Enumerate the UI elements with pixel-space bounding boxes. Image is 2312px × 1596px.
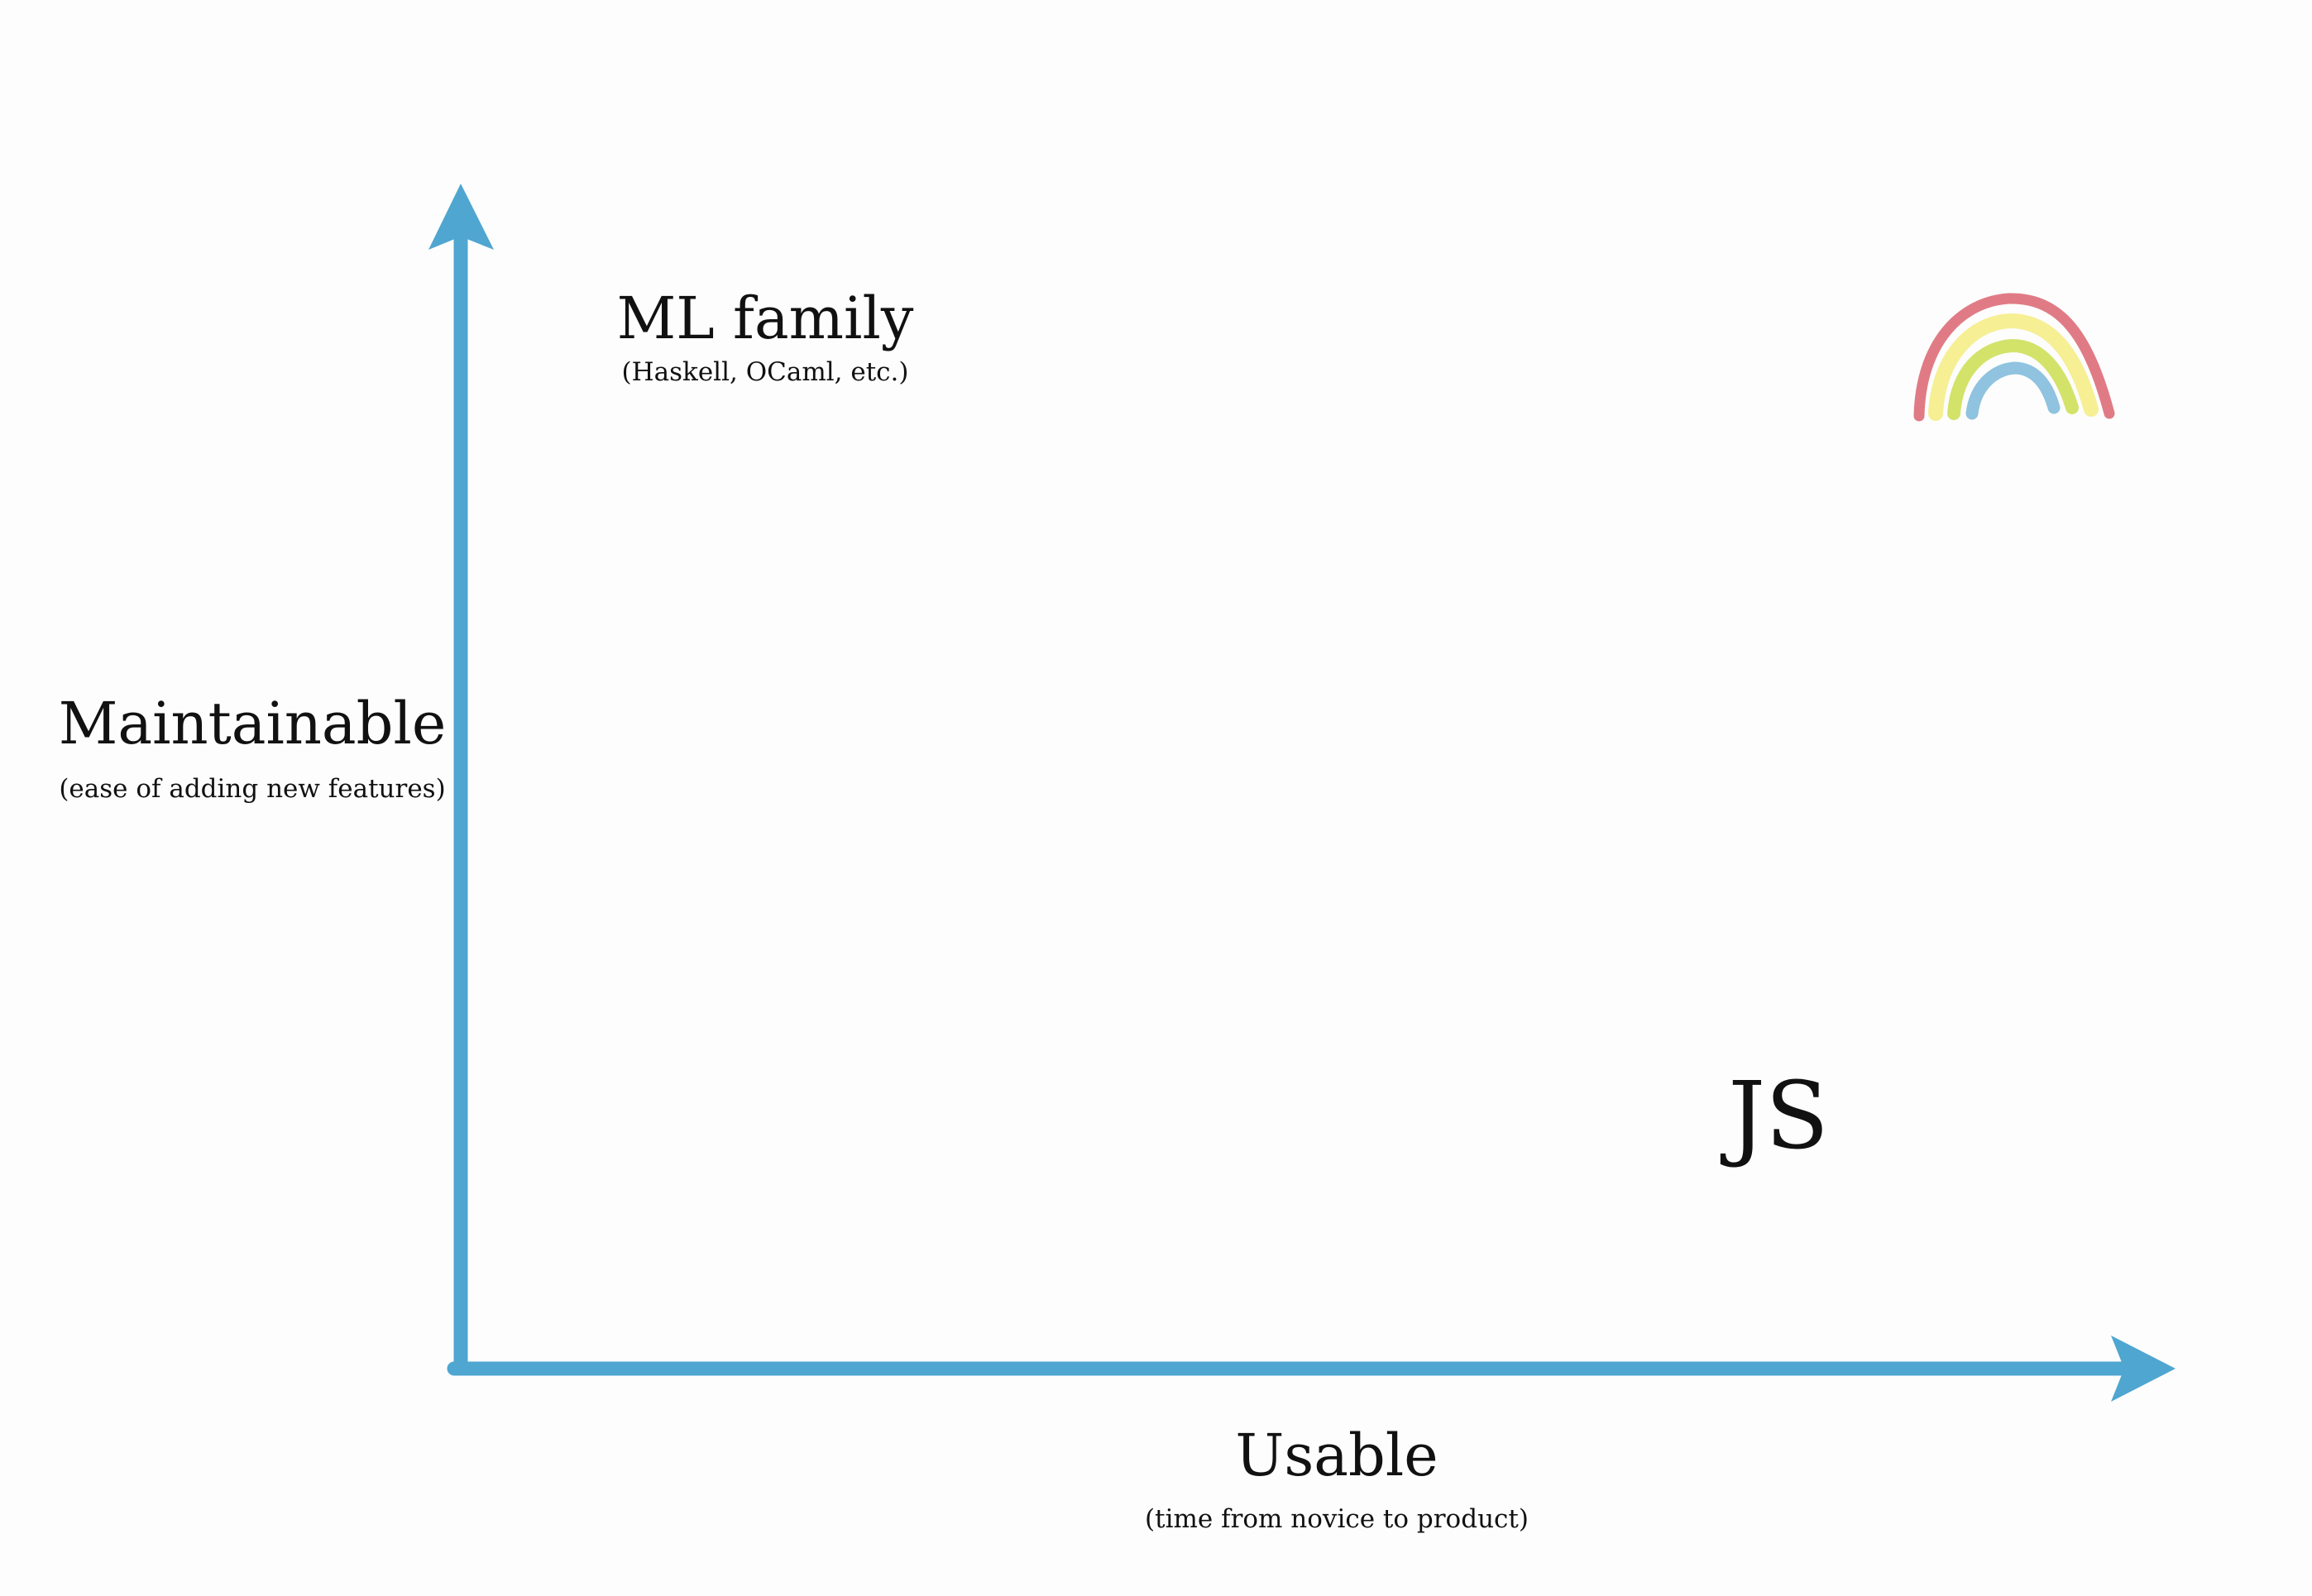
x-axis-subtitle: (time from novice to product) xyxy=(1145,1504,1529,1534)
rainbow-icon xyxy=(1913,293,2115,422)
y-axis-title: Maintainable xyxy=(58,690,447,757)
x-axis-arrowhead xyxy=(2111,1336,2176,1402)
rainbow-arc-blue xyxy=(1965,361,2061,420)
rainbow-arc-green xyxy=(1947,338,2079,420)
y-axis-subtitle: (ease of adding new features) xyxy=(59,774,446,804)
y-axis-arrowhead xyxy=(428,184,494,250)
js-label: JS xyxy=(1728,1063,1829,1170)
rainbow-arc-yellow xyxy=(1928,313,2099,421)
x-axis-title: Usable xyxy=(1235,1422,1438,1489)
ml-family-label: ML family xyxy=(616,284,914,352)
rainbow-arc-red xyxy=(1913,293,2115,422)
ml-family-sublabel: (Haskell, OCaml, etc.) xyxy=(621,357,909,387)
